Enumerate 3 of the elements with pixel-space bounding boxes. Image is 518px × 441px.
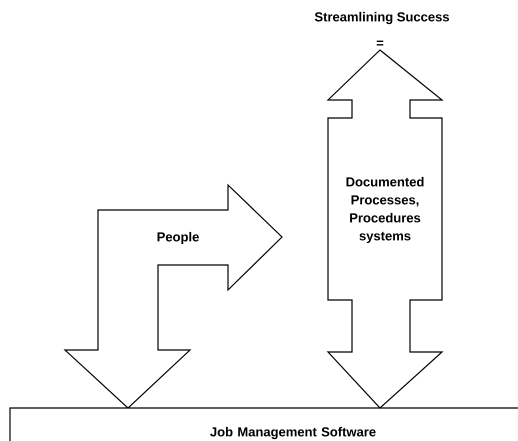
- label-text: Streamlining Success: [314, 12, 450, 24]
- software-box: Job Management Software: [9, 407, 518, 441]
- double-arrow-box: Documented Processes, Procedures systems: [326, 49, 444, 409]
